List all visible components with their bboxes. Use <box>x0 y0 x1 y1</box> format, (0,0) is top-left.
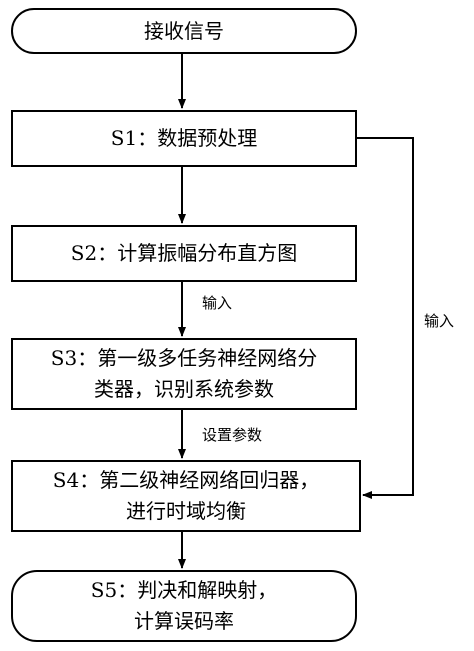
start-node: 接收信号 <box>11 8 357 54</box>
edge-label-s1-to-s4: 输入 <box>424 312 455 330</box>
step-s3-text-line1: S3：第一级多任务神经网络分 <box>50 346 318 370</box>
step-s2-text: S2：计算振幅分布直方图 <box>70 241 298 265</box>
step-s4-text-line2: 进行时域均衡 <box>126 499 246 523</box>
step-s4-text-line1: S4：第二级神经网络回归器， <box>52 468 320 492</box>
edge-label-s2-to-s3: 输入 <box>202 294 233 312</box>
step-s5-text-line2: 计算误码率 <box>134 609 234 633</box>
step-s3-box: S3：第一级多任务神经网络分 类器，识别系统参数 <box>11 338 357 410</box>
step-s4-box: S4：第二级神经网络回归器， 进行时域均衡 <box>11 460 361 532</box>
step-s5-terminal: S5：判决和解映射， 计算误码率 <box>11 570 357 642</box>
edge-label-s3-to-s4: 设置参数 <box>202 426 263 444</box>
step-s2-box: S2：计算振幅分布直方图 <box>11 225 357 282</box>
start-node-text: 接收信号 <box>144 18 224 43</box>
arrow-s1-to-s4-bypass <box>357 137 414 499</box>
step-s3-text-line2: 类器，识别系统参数 <box>94 377 274 401</box>
step-s1-text: S1：数据预处理 <box>110 126 258 150</box>
step-s5-text-line1: S5：判决和解映射， <box>90 578 278 602</box>
step-s1-box: S1：数据预处理 <box>11 110 357 167</box>
